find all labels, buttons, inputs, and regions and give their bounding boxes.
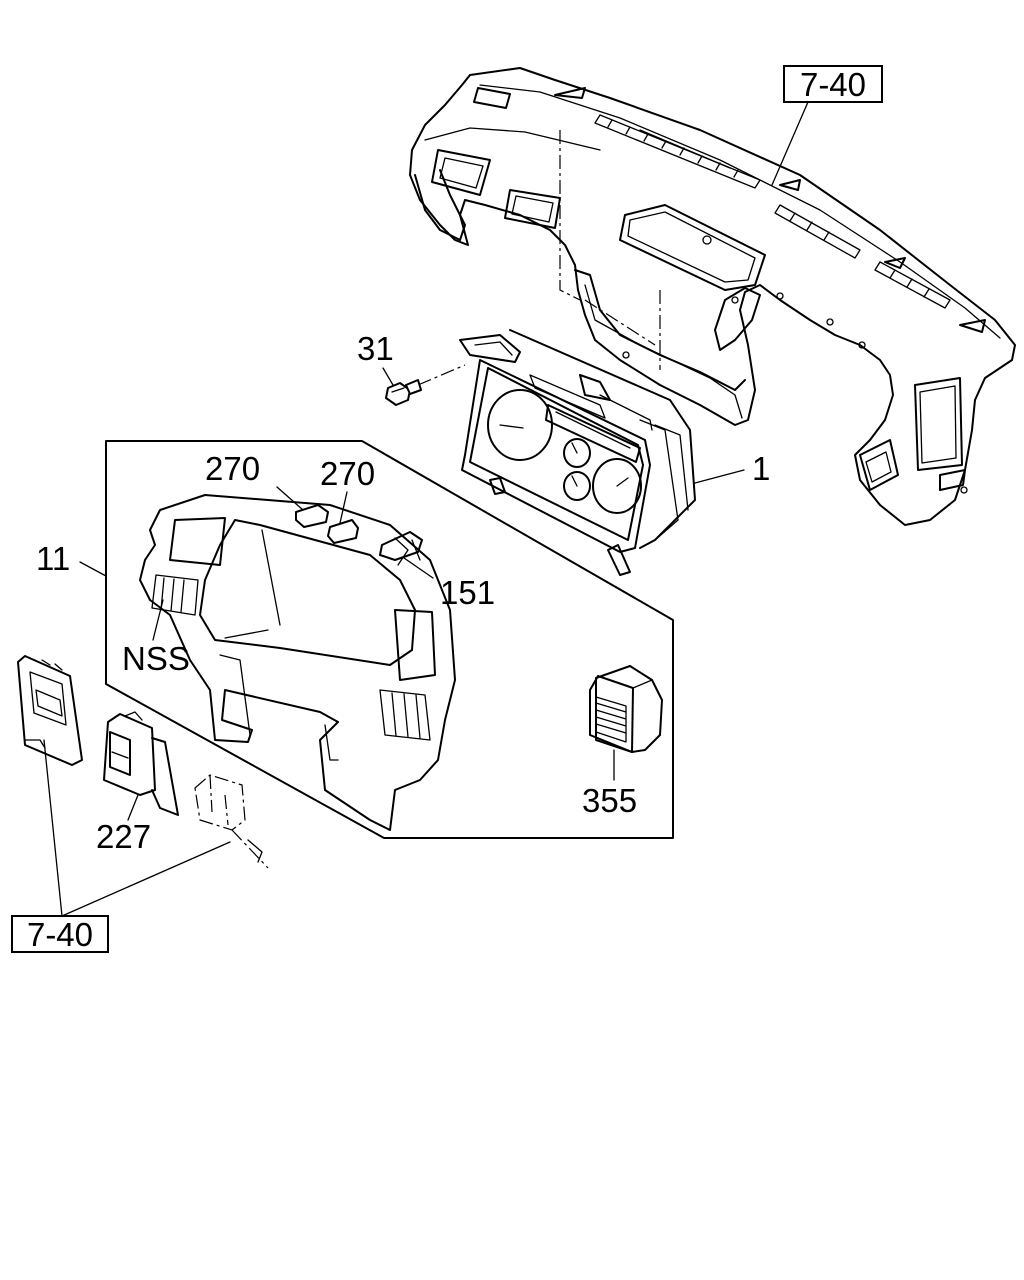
label-355: 355 [582, 782, 637, 819]
dashboard-panel [409, 67, 1016, 526]
leader-31 [382, 367, 394, 386]
label-227: 227 [96, 818, 151, 855]
mount-centerline-1 [559, 130, 581, 301]
ref-callout-top[interactable]: 7-40 [783, 65, 883, 103]
part-270-a [295, 504, 329, 528]
leader-nss [152, 599, 164, 641]
ref-label-top: 7-40 [800, 66, 866, 103]
air-vent-355 [589, 665, 663, 753]
leader-ref-bottom-1 [43, 739, 63, 917]
part-270-b [327, 519, 359, 544]
leader-11 [79, 561, 107, 577]
ref-label-bottom: 7-40 [27, 916, 93, 953]
clip-151 [379, 531, 423, 566]
leader-151 [403, 557, 434, 579]
label-31: 31 [357, 330, 394, 367]
leader-270-a [276, 486, 304, 511]
ref-callout-bottom[interactable]: 7-40 [11, 915, 109, 953]
instrument-cluster [459, 329, 696, 576]
leader-1 [694, 469, 745, 484]
label-270-a: 270 [205, 450, 260, 487]
label-11: 11 [36, 540, 70, 577]
mount-centerline-3 [584, 299, 656, 346]
label-270-b: 270 [320, 455, 375, 492]
leader-ref-top [771, 101, 809, 186]
switch-227 [103, 711, 179, 816]
leader-227 [127, 794, 139, 821]
leader-screw-31 [417, 364, 466, 386]
screw-31 [385, 379, 422, 406]
assembly-11-outline [105, 440, 674, 839]
label-1: 1 [752, 450, 770, 487]
switch-bracket [17, 655, 83, 766]
label-151: 151 [440, 574, 495, 611]
connector [194, 774, 269, 869]
leader-270-b [339, 491, 348, 524]
label-nss: NSS [122, 640, 190, 677]
leader-ref-bottom-2 [61, 841, 231, 917]
